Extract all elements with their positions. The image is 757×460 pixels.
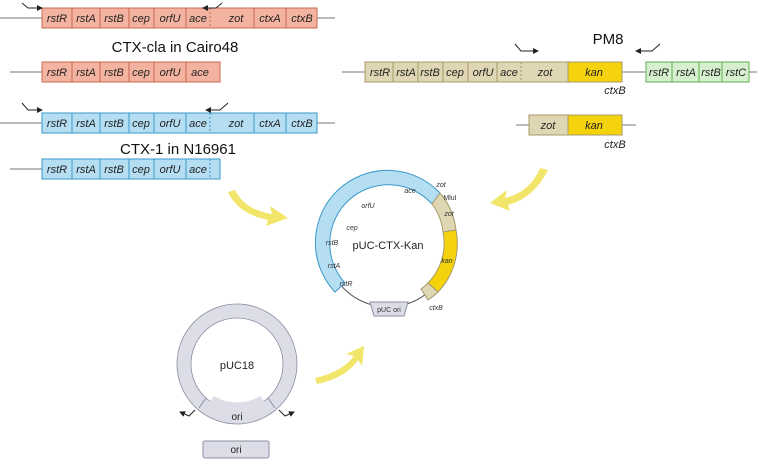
gene-label: rstA [76, 13, 96, 25]
gene-label: ace [189, 164, 207, 176]
gene-label: zot [228, 13, 245, 25]
ctx1-full-construct: rstR rstA rstB cep orfU ace zot ctxA ctx… [0, 102, 335, 134]
gene-label: rstR [47, 164, 67, 176]
ori-label: ori [231, 412, 242, 423]
plasmid-gene-label: cep [346, 225, 357, 232]
gene-label: ctxA [259, 118, 280, 130]
gene-label: zot [540, 120, 557, 132]
primer-reverse-icon [278, 409, 295, 417]
primer-reverse-icon [635, 43, 661, 54]
cla-title: CTX-cla in Cairo48 [112, 39, 239, 56]
plasmid-gene-label: rstB [326, 240, 339, 247]
gene-label: zot [537, 67, 554, 79]
gene-label: rstR [649, 67, 669, 79]
plasmid-gene-label: ace [404, 188, 415, 195]
plasmid-gene-label: zot [443, 211, 454, 218]
pm8-fragment: zot kan [516, 114, 636, 136]
plasmid-puc-ctx-kan: pUC ori cep orfU ace rstB rstA rstR zot … [314, 169, 458, 317]
gene-label: rstB [104, 13, 124, 25]
ctxB-outer-label: ctxB [429, 305, 443, 312]
gene-label: rstR [47, 67, 67, 79]
cla-full-construct: rstR rstA rstB cep orfU ace zot ctxA ctx… [0, 2, 335, 29]
gene-label: rstA [676, 67, 696, 79]
gene-label: ace [189, 118, 207, 130]
gene-label: cep [446, 67, 464, 79]
gene-label: rstR [47, 13, 67, 25]
mlul-label: MluI [443, 195, 456, 202]
ori-fragment: ori [202, 440, 270, 459]
ctx1-partial-construct: rstR rstA rstB cep orfU ace [10, 158, 221, 180]
gene-label: rstB [420, 67, 440, 79]
pm8-construct: rstR rstA rstB cep orfU ace zot kan rstR… [342, 61, 757, 83]
gene-label: ctxB [291, 13, 312, 25]
flow-arrow-icon [315, 346, 364, 384]
gene-label: rstB [701, 67, 721, 79]
primer-reverse-icon [202, 2, 223, 11]
gene-label: rstR [370, 67, 390, 79]
gene-label: rstB [104, 118, 124, 130]
plasmid-gene-label: rstA [328, 263, 341, 270]
gene-label: ace [189, 13, 207, 25]
gene-label: rstA [76, 164, 96, 176]
zot-outer-label: zot [435, 182, 446, 189]
primer-forward-icon [179, 409, 196, 417]
gene-label: orfU [160, 67, 181, 79]
flow-arrow-icon [490, 168, 548, 211]
gene-label: ace [500, 67, 518, 79]
plasmid-gene-label: rstR [340, 281, 353, 288]
gene-label: rstB [104, 164, 124, 176]
gene-label: cep [132, 13, 150, 25]
ctxB-label: ctxB [604, 85, 625, 97]
gene-label: kan [585, 67, 603, 79]
puc-ori-label: pUC ori [377, 307, 401, 314]
primer-forward-icon [514, 43, 539, 54]
plasmid-gene-label: kan [441, 258, 452, 265]
gene-label: rstA [396, 67, 416, 79]
primer-forward-icon [21, 102, 43, 113]
puc18-name: pUC18 [220, 360, 254, 372]
pm8-title: PM8 [593, 31, 624, 48]
plasmid-gene-label: orfU [361, 203, 375, 210]
gene-label: rstA [76, 67, 96, 79]
gene-label: rstB [104, 67, 124, 79]
ctxB-label: ctxB [604, 139, 625, 151]
gene-label: rstR [47, 118, 67, 130]
gene-label: ace [191, 67, 209, 79]
gene-label: cep [132, 164, 150, 176]
gene-label: orfU [473, 67, 494, 79]
gene-label: orfU [160, 118, 181, 130]
gene-label: ctxA [259, 13, 280, 25]
cla-partial-construct: rstR rstA rstB cep orfU ace [10, 61, 221, 83]
primer-forward-icon [21, 2, 43, 11]
gene-label: rstA [76, 118, 96, 130]
gene-label: zot [228, 118, 245, 130]
gene-label: orfU [160, 13, 181, 25]
ctx1-title: CTX-1 in N16961 [120, 141, 236, 158]
gene-label: cep [132, 67, 150, 79]
gene-label: orfU [160, 164, 181, 176]
gene-label: kan [585, 120, 603, 132]
flow-arrow-icon [228, 190, 288, 226]
plasmid-name: pUC-CTX-Kan [353, 240, 424, 252]
ori-box-label: ori [230, 445, 241, 456]
gene-label: cep [132, 118, 150, 130]
plasmid-puc18: pUC18 ori [176, 303, 298, 425]
gene-label: rstC [726, 67, 746, 79]
gene-label: ctxB [291, 118, 312, 130]
primer-reverse-icon [205, 102, 229, 113]
